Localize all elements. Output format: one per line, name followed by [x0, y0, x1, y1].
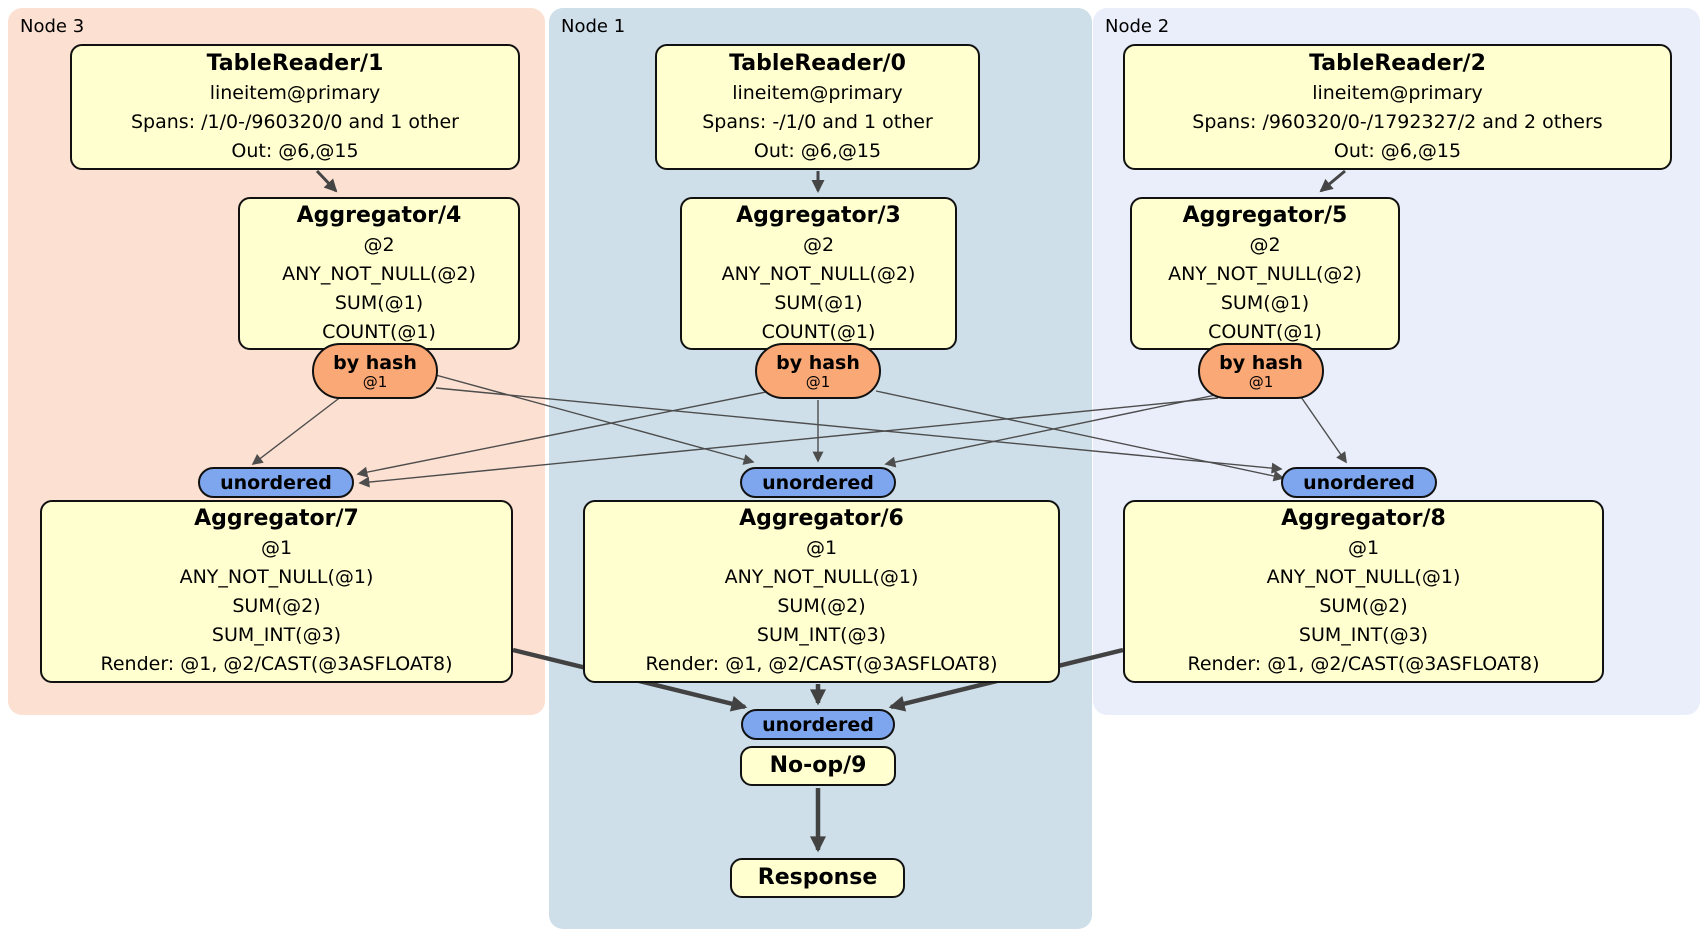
processor-detail: SUM_INT(@3) — [1298, 624, 1429, 646]
processor-detail: SUM(@2) — [232, 595, 321, 617]
edge-byhash1-to-unordered2 — [875, 390, 1285, 482]
processor-detail: Spans: /960320/0-/1792327/2 and 2 others — [1192, 110, 1603, 133]
processor-aggregator-6: Aggregator/6 @1 ANY_NOT_NULL(@1) SUM(@2)… — [583, 500, 1060, 683]
processor-aggregator-3: Aggregator/3 @2 ANY_NOT_NULL(@2) SUM(@1)… — [680, 197, 957, 350]
processor-detail: @2 — [802, 233, 835, 256]
edge-byhash1-to-unordered3 — [356, 391, 767, 478]
region-node1-label: Node 1 — [561, 16, 626, 37]
router-label: by hash — [1219, 351, 1303, 374]
edge-byhash2-to-unordered1 — [884, 391, 1231, 468]
router-label: by hash — [333, 351, 417, 374]
processor-aggregator-5: Aggregator/5 @2 ANY_NOT_NULL(@2) SUM(@1)… — [1130, 197, 1400, 350]
edge-tablereader1-to-aggregator4 — [315, 169, 338, 193]
processor-detail: Render: @1, @2/CAST(@3ASFLOAT8) — [645, 653, 998, 675]
processor-title: Aggregator/7 — [194, 506, 359, 531]
processor-detail: Render: @1, @2/CAST(@3ASFLOAT8) — [100, 653, 453, 675]
processor-tablereader-1: TableReader/1 lineitem@primary Spans: /1… — [70, 44, 520, 170]
processor-detail: COUNT(@1) — [1208, 320, 1322, 343]
processor-title: Aggregator/5 — [1182, 202, 1348, 228]
processor-detail: ANY_NOT_NULL(@2) — [1168, 262, 1362, 285]
processor-detail: Out: @6,@15 — [231, 139, 359, 162]
edge-byhash3-to-unordered2 — [435, 387, 1283, 474]
processor-tablereader-0: TableReader/0 lineitem@primary Spans: -/… — [655, 44, 980, 170]
processor-detail: ANY_NOT_NULL(@1) — [724, 566, 919, 588]
processor-detail: lineitem@primary — [732, 81, 903, 104]
processor-noop-9: No-op/9 — [740, 746, 896, 786]
edge-byhash3-to-unordered3 — [251, 395, 343, 466]
processor-title: TableReader/0 — [729, 50, 906, 76]
router-detail: @1 — [1248, 372, 1274, 391]
router-by-hash-node3: by hash @1 — [312, 343, 438, 399]
processor-detail: SUM(@1) — [334, 291, 424, 314]
processor-detail: lineitem@primary — [1312, 81, 1483, 104]
processor-detail: ANY_NOT_NULL(@2) — [282, 262, 476, 285]
processor-detail: ANY_NOT_NULL(@2) — [721, 262, 916, 285]
processor-detail: lineitem@primary — [209, 81, 381, 104]
processor-detail: @1 — [805, 537, 838, 559]
edge-byhash2-to-unordered3 — [358, 397, 1219, 488]
processor-aggregator-4: Aggregator/4 @2 ANY_NOT_NULL(@2) SUM(@1)… — [238, 197, 520, 350]
processor-detail: ANY_NOT_NULL(@1) — [179, 566, 374, 588]
processor-aggregator-7: Aggregator/7 @1 ANY_NOT_NULL(@1) SUM(@2)… — [40, 500, 513, 683]
processor-title: Aggregator/8 — [1281, 506, 1446, 531]
processor-detail: SUM(@1) — [1220, 291, 1310, 314]
processor-detail: Spans: -/1/0 and 1 other — [702, 110, 933, 133]
region-node2-label: Node 2 — [1105, 16, 1170, 37]
processor-detail: Render: @1, @2/CAST(@3ASFLOAT8) — [1187, 653, 1540, 675]
processor-detail: Out: @6,@15 — [1333, 139, 1462, 162]
processor-detail: ANY_NOT_NULL(@1) — [1266, 566, 1461, 588]
processor-detail: @2 — [363, 233, 395, 256]
sync-unordered-final: unordered — [741, 709, 895, 740]
processor-detail: @1 — [260, 537, 293, 559]
processor-detail: SUM_INT(@3) — [756, 624, 887, 646]
processor-title: Aggregator/6 — [739, 506, 904, 531]
processor-title: No-op/9 — [769, 753, 867, 778]
processor-detail: @2 — [1249, 233, 1281, 256]
region-node3-label: Node 3 — [20, 16, 85, 37]
processor-response: Response — [730, 858, 905, 898]
processor-aggregator-8: Aggregator/8 @1 ANY_NOT_NULL(@1) SUM(@2)… — [1123, 500, 1604, 683]
processor-detail: SUM(@2) — [1319, 595, 1408, 617]
edge-tablereader2-to-aggregator5 — [1319, 169, 1346, 193]
sync-unordered-node1: unordered — [740, 467, 896, 498]
processor-detail: COUNT(@1) — [761, 320, 876, 343]
router-detail: @1 — [362, 372, 388, 391]
sync-unordered-node3: unordered — [198, 467, 354, 498]
router-detail: @1 — [805, 372, 831, 391]
router-label: by hash — [776, 351, 860, 374]
processor-detail: SUM(@1) — [774, 291, 863, 314]
processor-title: TableReader/1 — [206, 50, 384, 76]
router-by-hash-node2: by hash @1 — [1198, 343, 1324, 399]
router-by-hash-node1: by hash @1 — [755, 343, 881, 399]
processor-title: TableReader/2 — [1309, 50, 1486, 76]
sync-unordered-node2: unordered — [1281, 467, 1437, 498]
processor-title: Response — [757, 865, 878, 890]
processor-tablereader-2: TableReader/2 lineitem@primary Spans: /9… — [1123, 44, 1672, 170]
processor-detail: Out: @6,@15 — [753, 139, 882, 162]
edge-byhash2-to-unordered2 — [1300, 396, 1347, 464]
processor-detail: SUM(@2) — [777, 595, 866, 617]
processor-title: Aggregator/4 — [296, 202, 462, 228]
processor-detail: @1 — [1347, 537, 1380, 559]
edge-byhash3-to-unordered1 — [431, 373, 755, 465]
processor-detail: SUM_INT(@3) — [211, 624, 342, 646]
processor-title: Aggregator/3 — [736, 202, 901, 228]
processor-detail: COUNT(@1) — [322, 320, 436, 343]
processor-detail: Spans: /1/0-/960320/0 and 1 other — [131, 110, 459, 133]
